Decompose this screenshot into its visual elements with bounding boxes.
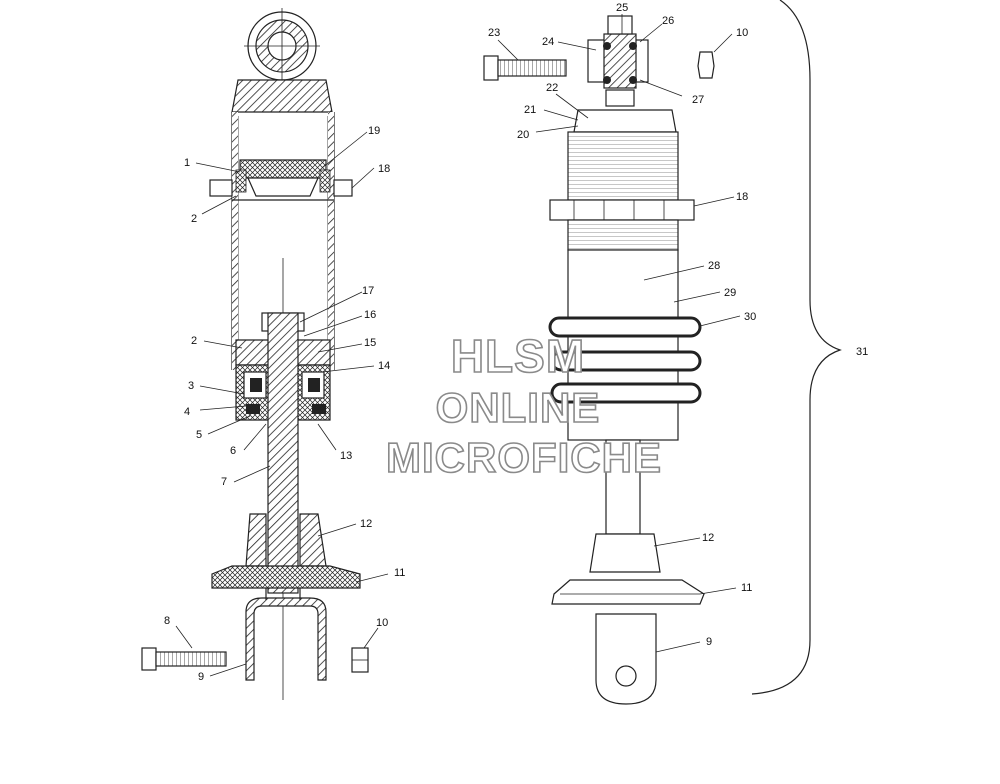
callout-9: 9 [198, 671, 204, 683]
callout-2b: 2 [191, 335, 197, 347]
callout-15: 15 [364, 337, 376, 349]
leader-lines-left [175, 131, 389, 677]
callouts-right: 25 26 10 23 24 27 22 21 20 18 28 29 30 3… [488, 2, 868, 648]
callout-9-right: 9 [706, 636, 712, 648]
callout-7: 7 [221, 476, 227, 488]
callout-10-right: 10 [736, 27, 748, 39]
callout-18: 18 [378, 163, 390, 175]
callout-13: 13 [340, 450, 352, 462]
callout-6: 6 [230, 445, 236, 457]
callout-25: 25 [616, 2, 628, 14]
callout-3: 3 [188, 380, 194, 392]
callout-27: 27 [692, 94, 704, 106]
callout-4: 4 [184, 406, 190, 418]
callout-31: 31 [856, 346, 868, 358]
watermark-line1: HLSM [451, 330, 585, 382]
callout-23: 23 [488, 27, 500, 39]
callout-11-right: 11 [741, 582, 752, 594]
callout-17: 17 [362, 285, 374, 297]
leader-lines-right [497, 14, 741, 653]
callout-8: 8 [164, 615, 170, 627]
callout-10: 10 [376, 617, 388, 629]
callout-29: 29 [724, 287, 736, 299]
callout-19: 19 [368, 125, 380, 137]
callout-26: 26 [662, 15, 674, 27]
watermark-line3: MICROFICHE [386, 434, 662, 481]
callout-18-right: 18 [736, 191, 748, 203]
callout-28: 28 [708, 260, 720, 272]
callouts-left: 1 19 18 2 17 16 2 15 14 3 4 5 6 13 7 12 … [164, 125, 405, 683]
watermark: HLSM ONLINE MICROFICHE [385, 329, 662, 482]
callout-12-right: 12 [702, 532, 714, 544]
right-exterior-shock [483, 0, 842, 705]
callout-1: 1 [184, 157, 190, 169]
callout-24: 24 [542, 36, 554, 48]
callout-12: 12 [360, 518, 372, 530]
callout-5: 5 [196, 429, 202, 441]
callout-2: 2 [191, 213, 197, 225]
callout-21: 21 [524, 104, 536, 116]
callout-16: 16 [364, 309, 376, 321]
callout-14: 14 [378, 360, 390, 372]
callout-22: 22 [546, 82, 558, 94]
watermark-line2: ONLINE [436, 384, 601, 431]
callout-30: 30 [744, 311, 756, 323]
callout-20: 20 [517, 129, 529, 141]
left-cutaway-shock [141, 8, 369, 700]
left-top-eyelet [244, 8, 320, 84]
callout-11: 11 [394, 567, 405, 579]
coil-spring [548, 316, 702, 404]
